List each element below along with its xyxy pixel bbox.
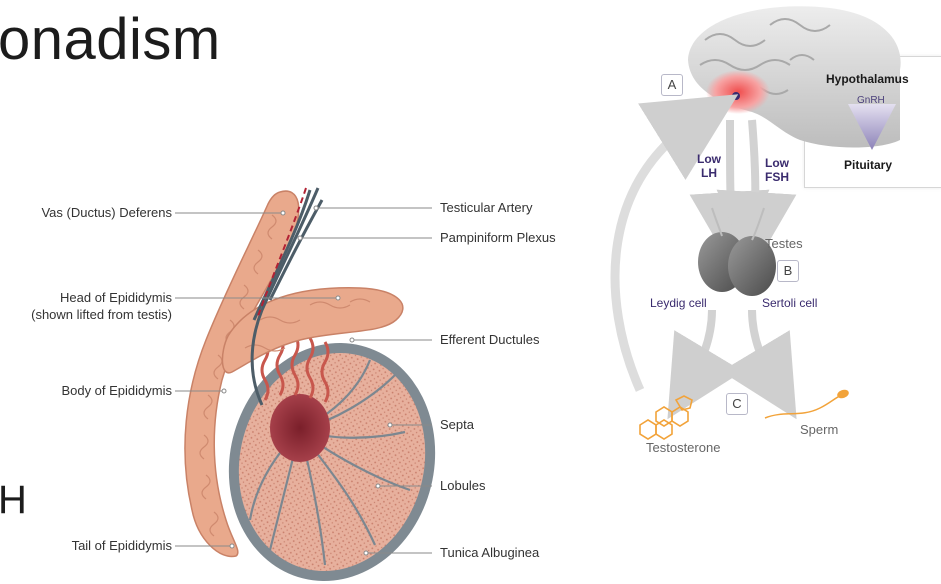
label-hypothalamus: Hypothalamus: [826, 72, 909, 86]
arrow-low-lh: [730, 120, 732, 232]
label-sertoli-cell: Sertoli cell: [762, 296, 817, 310]
arrow-to-testosterone: [688, 310, 712, 385]
label-testes: Testes: [765, 236, 803, 251]
box-label-c: C: [726, 393, 748, 415]
label-testosterone: Testosterone: [646, 440, 720, 455]
label-low-lh: Low LH: [692, 152, 726, 180]
testosterone-molecule-icon: [640, 396, 692, 439]
hypothalamus-glow: [706, 70, 770, 114]
arrow-low-fsh: [752, 120, 755, 232]
hypothalamus-marker: [732, 92, 740, 100]
feedback-arrow-a: [615, 118, 700, 390]
label-gnrh: GnRH: [857, 95, 885, 106]
label-sperm: Sperm: [800, 422, 838, 437]
box-label-a: A: [661, 74, 683, 96]
label-pituitary: Pituitary: [844, 158, 892, 172]
label-low-fsh: Low FSH: [760, 156, 794, 184]
sperm-icon: [765, 388, 850, 418]
arrow-to-sperm: [752, 310, 776, 385]
label-leydig-cell: Leydig cell: [650, 296, 707, 310]
box-label-b: B: [777, 260, 799, 282]
